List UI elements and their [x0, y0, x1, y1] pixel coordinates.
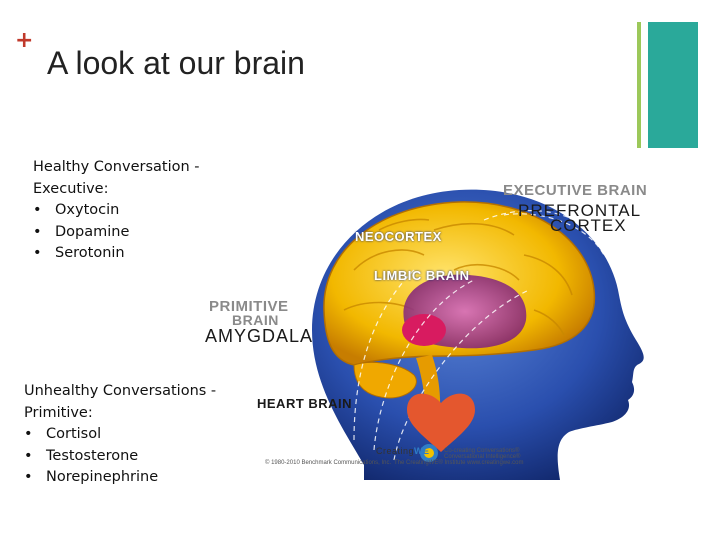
hormone-label: Dopamine [55, 223, 130, 240]
institute-text: The CreatingWE® Institute www.creatingwe… [394, 460, 524, 466]
brain-illustration: EXECUTIVE BRAIN PREFRONTAL CORTEX NEOCOR… [204, 160, 699, 480]
bullet: • [24, 426, 33, 442]
cerebellum [353, 361, 417, 399]
tagline-1: Co-creating Conversations® [444, 448, 520, 454]
bullet: • [33, 245, 42, 261]
logo-text: CreatingWE [376, 446, 430, 456]
bullet: • [24, 469, 33, 485]
creatingwe-logo-icon [420, 444, 438, 462]
unhealthy-conversation-block: Unhealthy Conversations - Primitive: • Co… [24, 381, 244, 489]
unhealthy-hormone-list: • Cortisol • Testosterone • Norepinephrine [24, 424, 244, 489]
list-item: • Testosterone [24, 446, 244, 468]
copyright-text: © 1980-2010 Benchmark Communications, In… [265, 460, 392, 466]
slide-title: A look at our brain [47, 45, 305, 81]
neocortex-label: NEOCORTEX [355, 229, 442, 244]
list-item: • Cortisol [24, 424, 244, 446]
limbic-brain-label: LIMBIC BRAIN [374, 268, 470, 283]
unhealthy-heading-line2: Primitive: [24, 404, 93, 421]
bullet: • [24, 447, 33, 464]
bullet: • [33, 202, 42, 218]
logo-word-creating: Creating [376, 446, 415, 456]
heart-brain-label: HEART BRAIN [257, 396, 353, 411]
heart-icon [407, 393, 475, 452]
hormone-label: Cortisol [46, 426, 102, 442]
cortex-label: CORTEX [550, 216, 627, 235]
logo-word-we: WE [414, 446, 430, 456]
list-item: • Serotonin [33, 243, 243, 265]
list-item: • Oxytocin [33, 200, 243, 222]
hormone-label: Norepinephrine [46, 469, 159, 485]
tagline-2: Conversational Intelligence® [444, 454, 521, 460]
amygdala-region [402, 314, 446, 346]
healthy-hormone-list: • Oxytocin • Dopamine • Serotonin [33, 200, 243, 265]
unhealthy-heading-line1: Unhealthy Conversations - [24, 383, 217, 399]
bullet: • [33, 223, 42, 240]
healthy-heading-line1: Healthy Conversation - [33, 159, 200, 175]
hormone-label: Serotonin [55, 245, 125, 261]
executive-brain-label: EXECUTIVE BRAIN [503, 182, 648, 199]
accent-bar-thick [648, 22, 698, 148]
hormone-label: Oxytocin [55, 202, 120, 218]
plus-icon: + [15, 28, 34, 53]
accent-bar-thin [637, 22, 641, 148]
hormone-label: Testosterone [46, 447, 139, 464]
head-brain-figure [312, 189, 644, 480]
prefrontal-label: PREFRONTAL [518, 201, 642, 220]
healthy-conversation-block: Healthy Conversation - Executive: • Oxyto… [33, 157, 243, 265]
healthy-heading-line2: Executive: [33, 180, 109, 197]
brain-label: BRAIN [232, 312, 279, 328]
list-item: • Dopamine [33, 222, 243, 244]
dashed-connector-lines [353, 210, 625, 461]
primitive-label: PRIMITIVE [209, 298, 289, 315]
list-item: • Norepinephrine [24, 467, 244, 489]
amygdala-label: AMYGDALA [205, 326, 314, 346]
